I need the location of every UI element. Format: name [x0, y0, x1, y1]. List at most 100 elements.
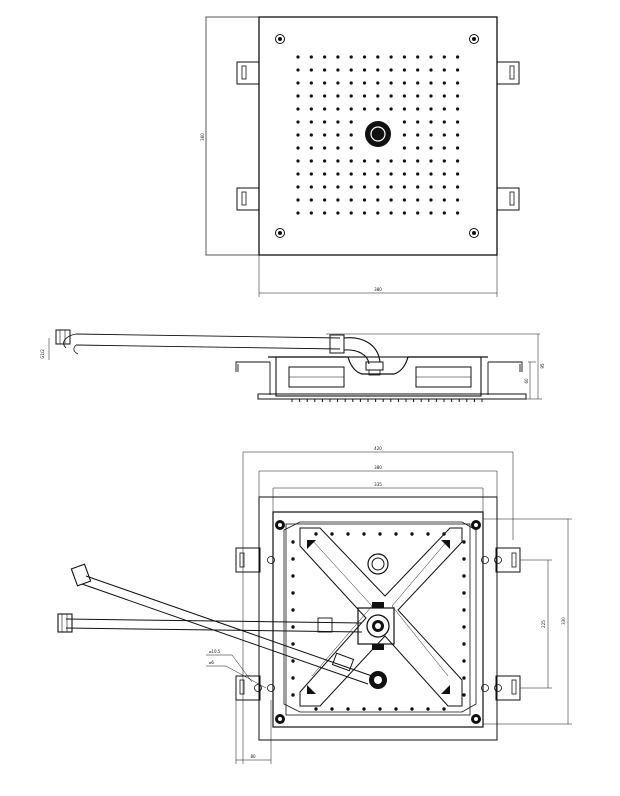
frame-extension-outline	[205, 16, 260, 256]
nozzle	[429, 133, 433, 137]
edge-hole	[462, 642, 466, 646]
nozzle	[456, 146, 460, 150]
nozzle	[376, 185, 380, 189]
nozzle	[456, 81, 460, 85]
nozzle	[362, 94, 367, 98]
edge-hole	[291, 642, 295, 646]
nozzle	[362, 81, 367, 85]
edge-hole	[291, 557, 295, 561]
nozzle	[416, 68, 420, 72]
nozzle	[402, 185, 406, 189]
edge-hole	[462, 693, 466, 697]
nozzle	[389, 198, 393, 202]
nozzle	[389, 55, 393, 59]
nozzle	[416, 159, 420, 163]
nozzle	[349, 120, 353, 124]
nozzle	[296, 55, 300, 59]
nozzle	[402, 211, 406, 215]
cross-braces	[283, 521, 477, 713]
edge-hole	[291, 591, 295, 595]
nozzle	[456, 94, 460, 98]
nozzle	[376, 198, 380, 202]
nozzle	[442, 146, 446, 150]
edge-hole	[378, 532, 382, 536]
edge-hole	[314, 532, 318, 536]
nozzle	[336, 172, 340, 176]
mounting-bracket-right-bottom	[496, 187, 520, 211]
corner-bolt	[471, 520, 481, 530]
nozzle	[389, 159, 393, 163]
nozzle	[389, 185, 393, 189]
dimension-label-frame-width: 380	[374, 465, 382, 470]
nozzle	[362, 159, 367, 163]
nozzle	[309, 211, 313, 215]
nozzle	[389, 172, 393, 176]
edge-hole	[362, 532, 366, 536]
dimension-label-bracket-inner: 225	[541, 620, 546, 628]
nozzle	[416, 120, 420, 124]
nozzle	[309, 120, 313, 124]
central-valve	[357, 602, 395, 650]
nozzle	[336, 133, 340, 137]
nozzle	[336, 107, 340, 111]
edge-hole	[362, 707, 366, 711]
corner-screw	[469, 34, 479, 44]
hose-clip	[317, 617, 333, 633]
nozzle	[349, 94, 353, 98]
nozzle	[323, 81, 327, 85]
mounting-bracket-left-bottom	[236, 187, 260, 211]
nozzle	[376, 172, 380, 176]
nozzle	[309, 172, 313, 176]
nozzle	[296, 120, 300, 124]
shower-body-side	[235, 356, 527, 400]
nozzle	[309, 159, 313, 163]
dimension-label-outer-width: 420	[374, 446, 382, 451]
nozzle	[376, 211, 380, 215]
nozzle	[442, 120, 446, 124]
nozzle	[456, 107, 460, 111]
nozzle	[323, 211, 327, 215]
nozzle	[336, 55, 340, 59]
nozzle	[362, 211, 367, 215]
nozzle	[309, 55, 313, 59]
nozzle	[309, 146, 313, 150]
nozzle	[416, 81, 420, 85]
nozzle	[296, 68, 300, 72]
nozzle	[336, 94, 340, 98]
nozzle	[429, 94, 433, 98]
nozzle	[349, 133, 353, 137]
nozzle	[456, 120, 460, 124]
nozzle	[429, 55, 433, 59]
nozzle	[309, 107, 313, 111]
edge-hole	[291, 608, 295, 612]
nozzle	[442, 211, 446, 215]
nozzle	[416, 185, 420, 189]
nozzle	[362, 198, 367, 202]
nozzle	[416, 198, 420, 202]
corner-bolt	[275, 714, 285, 724]
hose-diagonal	[70, 563, 373, 685]
inlet-port-bottom	[369, 671, 387, 689]
nozzle	[416, 94, 420, 98]
nozzle	[309, 94, 313, 98]
nozzle	[402, 146, 406, 150]
nozzle	[416, 172, 420, 176]
nozzle	[309, 198, 313, 202]
edge-hole	[378, 707, 382, 711]
nozzle	[296, 185, 300, 189]
inlet-port-top	[367, 553, 389, 575]
nozzle	[309, 185, 313, 189]
nozzle	[456, 211, 460, 215]
nozzle	[442, 94, 446, 98]
nozzle	[336, 211, 340, 215]
hose-straight	[57, 613, 363, 633]
height-dimensions	[483, 518, 572, 725]
nozzle	[296, 81, 300, 85]
nozzle	[349, 185, 353, 189]
nozzle	[442, 198, 446, 202]
nozzle	[309, 68, 313, 72]
center-light	[365, 121, 391, 147]
dimension-label-hole-small: ⌀6	[209, 660, 214, 665]
nozzle	[402, 133, 406, 137]
edge-hole	[291, 574, 295, 578]
